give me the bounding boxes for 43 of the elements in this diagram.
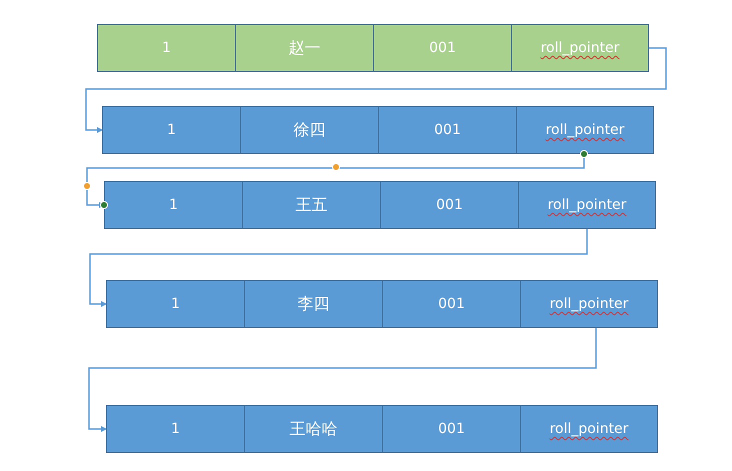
table-cell xyxy=(244,405,383,453)
table-cell xyxy=(516,106,654,154)
cell-text: 李四 xyxy=(298,294,330,314)
table-cell xyxy=(235,24,374,72)
cell-text: roll_pointer xyxy=(546,122,624,138)
connector-arrow xyxy=(85,47,667,133)
cell-text: 1 xyxy=(162,40,171,56)
table-cell xyxy=(102,106,241,154)
table-cell xyxy=(520,280,658,328)
cell-text: 001 xyxy=(436,197,463,213)
table-cell xyxy=(106,280,245,328)
cell-text: 001 xyxy=(434,122,461,138)
table-cell xyxy=(104,181,243,229)
table-cell xyxy=(378,106,517,154)
table-cell xyxy=(373,24,512,72)
cell-text: 001 xyxy=(429,40,456,56)
table-cell xyxy=(106,405,245,453)
cell-text: 1 xyxy=(167,122,176,138)
table-cell xyxy=(520,405,658,453)
table-cell xyxy=(244,280,383,328)
cell-text: 王五 xyxy=(296,194,328,216)
cell-text: 001 xyxy=(438,296,465,312)
table-cell xyxy=(518,181,656,229)
connector-arrow xyxy=(89,229,588,307)
cell-text: 王哈哈 xyxy=(290,418,338,440)
cell-text: 赵一 xyxy=(288,38,320,58)
table-cell xyxy=(511,24,649,72)
table-cell xyxy=(240,106,379,154)
table-cell xyxy=(382,280,521,328)
cell-text: 1 xyxy=(169,197,178,213)
cell-text: 001 xyxy=(438,421,465,437)
table-cell xyxy=(97,24,236,72)
cell-text: roll_pointer xyxy=(550,296,628,312)
table-cell xyxy=(380,181,519,229)
cell-text: 1 xyxy=(171,421,180,437)
cell-text: roll_pointer xyxy=(550,421,628,437)
cell-text: roll_pointer xyxy=(540,40,620,56)
connector-arrow xyxy=(88,328,597,432)
table-cell xyxy=(382,405,521,453)
cell-text: 1 xyxy=(171,296,180,312)
table-cell xyxy=(242,181,381,229)
cell-text: roll_pointer xyxy=(548,197,626,213)
cell-text: 徐四 xyxy=(294,120,326,140)
